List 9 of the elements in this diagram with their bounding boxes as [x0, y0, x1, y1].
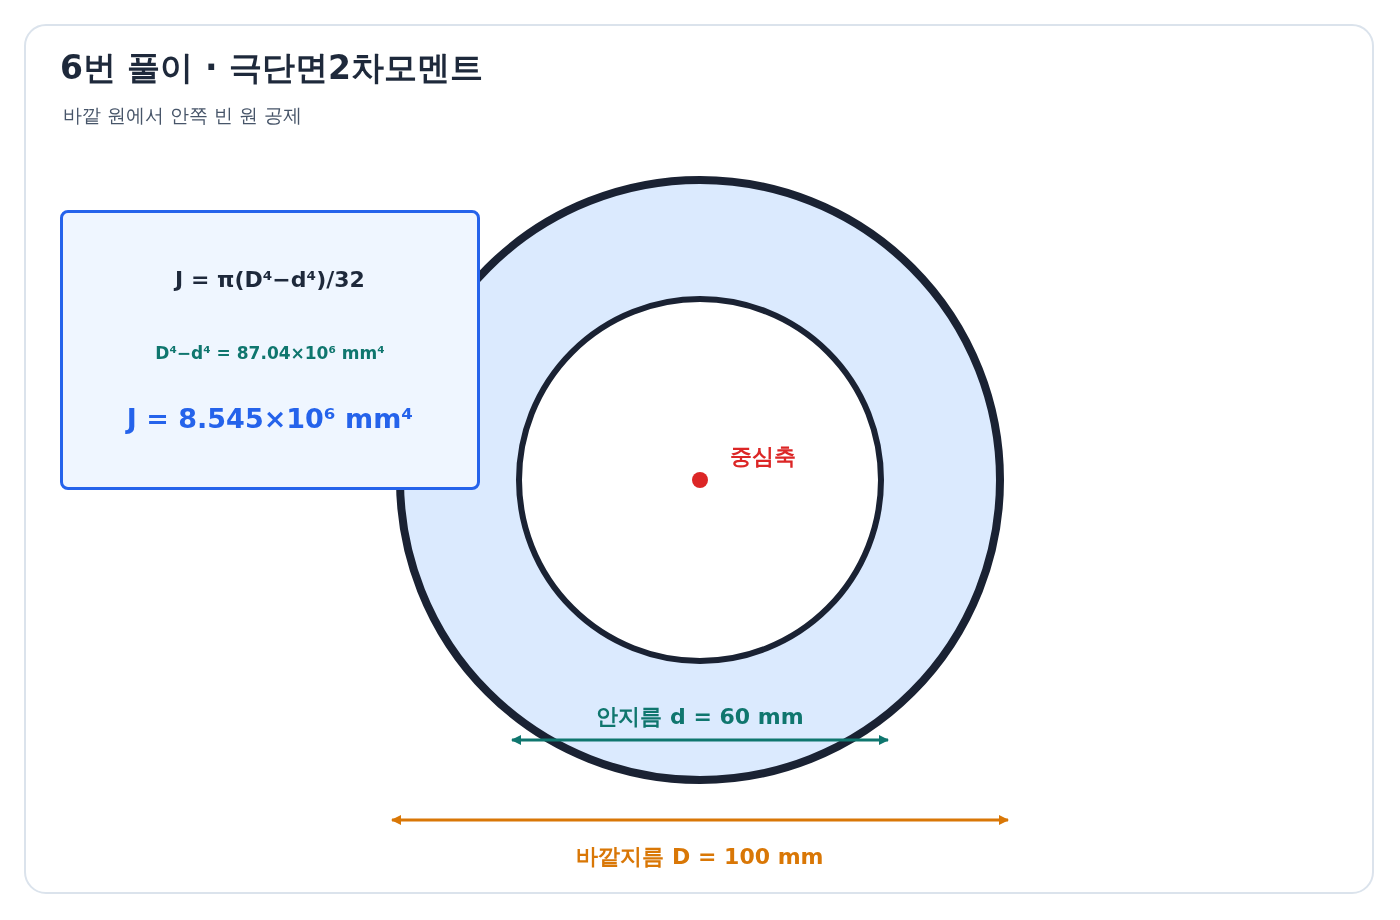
title: 6번 풀이 · 극단면2차모멘트: [60, 47, 483, 89]
subtitle: 바깥 원에서 안쪽 빈 원 공제: [63, 103, 303, 128]
dimension-label: 바깥지름 D = 100 mm: [576, 843, 824, 871]
center-label: 중심축: [730, 443, 796, 471]
dimension-label: 안지름 d = 60 mm: [596, 703, 804, 731]
formula-text: D⁴−d⁴ = 87.04×10⁶ mm⁴: [154, 343, 386, 363]
formula-text: J = 8.545×10⁶ mm⁴: [124, 403, 415, 434]
formula-text: J = π(D⁴−d⁴)/32: [172, 267, 366, 292]
formula-box: [60, 210, 480, 490]
